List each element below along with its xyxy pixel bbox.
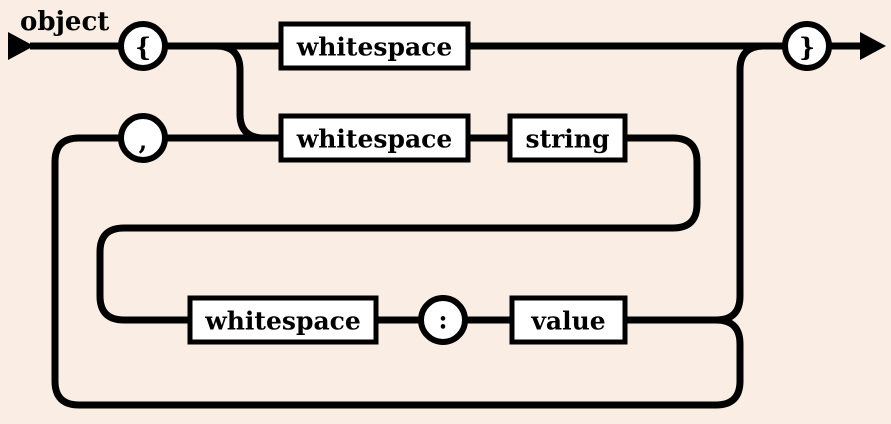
rule-title: object (20, 7, 109, 37)
comma-circle[interactable] (118, 113, 168, 163)
track-value-to-close-brace (625, 42, 785, 324)
comma-label: , (139, 127, 148, 156)
whitespace-3-label: whitespace (204, 307, 361, 336)
string-box[interactable] (507, 113, 628, 163)
terminal-comma[interactable]: , (118, 113, 168, 163)
whitespace-2-box[interactable] (278, 113, 471, 163)
nonterminal-whitespace-1[interactable]: whitespace (278, 21, 471, 71)
colon-circle[interactable] (418, 295, 468, 345)
nonterminal-string[interactable]: string (507, 113, 628, 163)
exit-arrow (829, 32, 886, 60)
terminal-colon[interactable]: : (418, 295, 468, 345)
close-brace-label: } (799, 33, 815, 62)
open-brace-label: { (135, 33, 151, 62)
track-value-loopback-to-comma (51, 134, 744, 409)
value-box[interactable] (509, 295, 628, 345)
nonterminal-whitespace-3[interactable]: whitespace (187, 295, 379, 345)
nonterminal-value[interactable]: value (509, 295, 628, 345)
track-branch-to-row2 (212, 42, 281, 142)
whitespace-1-box[interactable] (278, 21, 471, 71)
terminal-close-brace[interactable]: } (782, 21, 832, 71)
string-label: string (526, 125, 610, 154)
colon-label: : (438, 306, 447, 335)
terminal-open-brace[interactable]: { (118, 21, 168, 71)
track-string-to-row3 (96, 134, 701, 324)
entry-arrow (8, 32, 121, 60)
nonterminal-whitespace-2[interactable]: whitespace (278, 113, 471, 163)
whitespace-1-label: whitespace (296, 33, 453, 62)
open-brace-circle[interactable] (118, 21, 168, 71)
whitespace-3-box[interactable] (187, 295, 379, 345)
value-label: value (530, 307, 605, 336)
close-brace-circle[interactable] (782, 21, 832, 71)
whitespace-2-label: whitespace (296, 125, 453, 154)
